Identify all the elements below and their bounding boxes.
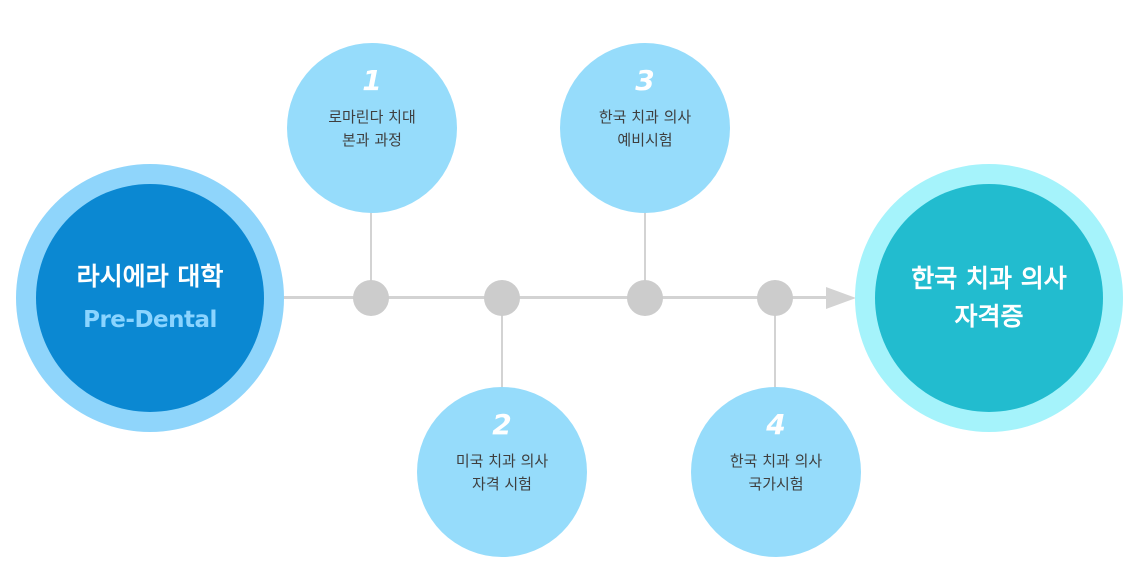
timeline-dot-2 (484, 280, 520, 316)
step-4-number: 4 (766, 408, 786, 441)
step-1-circle: 1 로마린다 치대 본과 과정 (287, 43, 457, 213)
step-3-circle: 3 한국 치과 의사 예비시험 (560, 43, 730, 213)
step-3-number: 3 (635, 64, 655, 97)
start-subtitle: Pre-Dental (83, 307, 217, 333)
start-node: 라시에라 대학 Pre-Dental (36, 184, 264, 412)
goal-node: 한국 치과 의사 자격증 (875, 184, 1103, 412)
connector-step-2 (501, 298, 503, 390)
step-2-circle: 2 미국 치과 의사 자격 시험 (417, 387, 587, 557)
step-2-number: 2 (492, 408, 512, 441)
step-3-label: 한국 치과 의사 예비시험 (598, 108, 692, 149)
timeline-dot-3 (627, 280, 663, 316)
step-4-circle: 4 한국 치과 의사 국가시험 (691, 387, 861, 557)
step-1-label: 로마린다 치대 본과 과정 (328, 108, 416, 149)
timeline-dot-4 (757, 280, 793, 316)
step-4-label: 한국 치과 의사 국가시험 (729, 452, 823, 493)
timeline-dot-1 (353, 280, 389, 316)
arrow-right-icon (826, 287, 856, 309)
start-title: 라시에라 대학 (76, 262, 224, 291)
connector-step-3 (644, 205, 646, 295)
timeline-line (283, 296, 828, 299)
connector-step-1 (370, 205, 372, 295)
goal-title: 한국 치과 의사 자격증 (911, 264, 1067, 331)
connector-step-4 (774, 298, 776, 390)
step-2-label: 미국 치과 의사 자격 시험 (455, 452, 549, 493)
step-1-number: 1 (362, 64, 382, 97)
